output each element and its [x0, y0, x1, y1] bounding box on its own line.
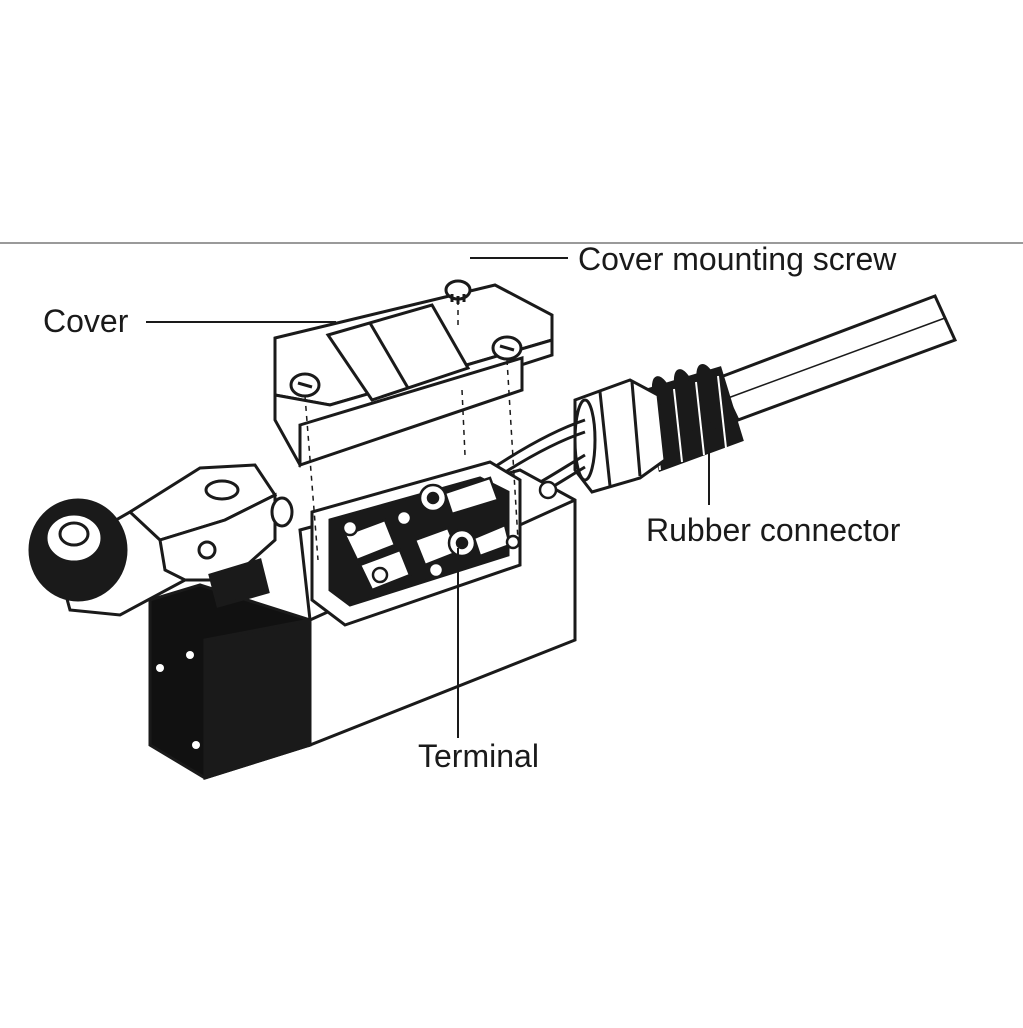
gland-nut [573, 378, 667, 494]
terminal-block [341, 476, 558, 592]
cable [715, 294, 958, 422]
roller-lever [28, 463, 294, 617]
label-terminal: Terminal [418, 738, 539, 774]
label-cover: Cover [43, 303, 129, 339]
label-cover-mounting-screw: Cover mounting screw [578, 241, 897, 277]
leader-lines [146, 257, 710, 738]
assembly-guide-lines [304, 300, 519, 561]
label-rubber-connector: Rubber connector [646, 512, 901, 548]
cover [273, 279, 554, 469]
